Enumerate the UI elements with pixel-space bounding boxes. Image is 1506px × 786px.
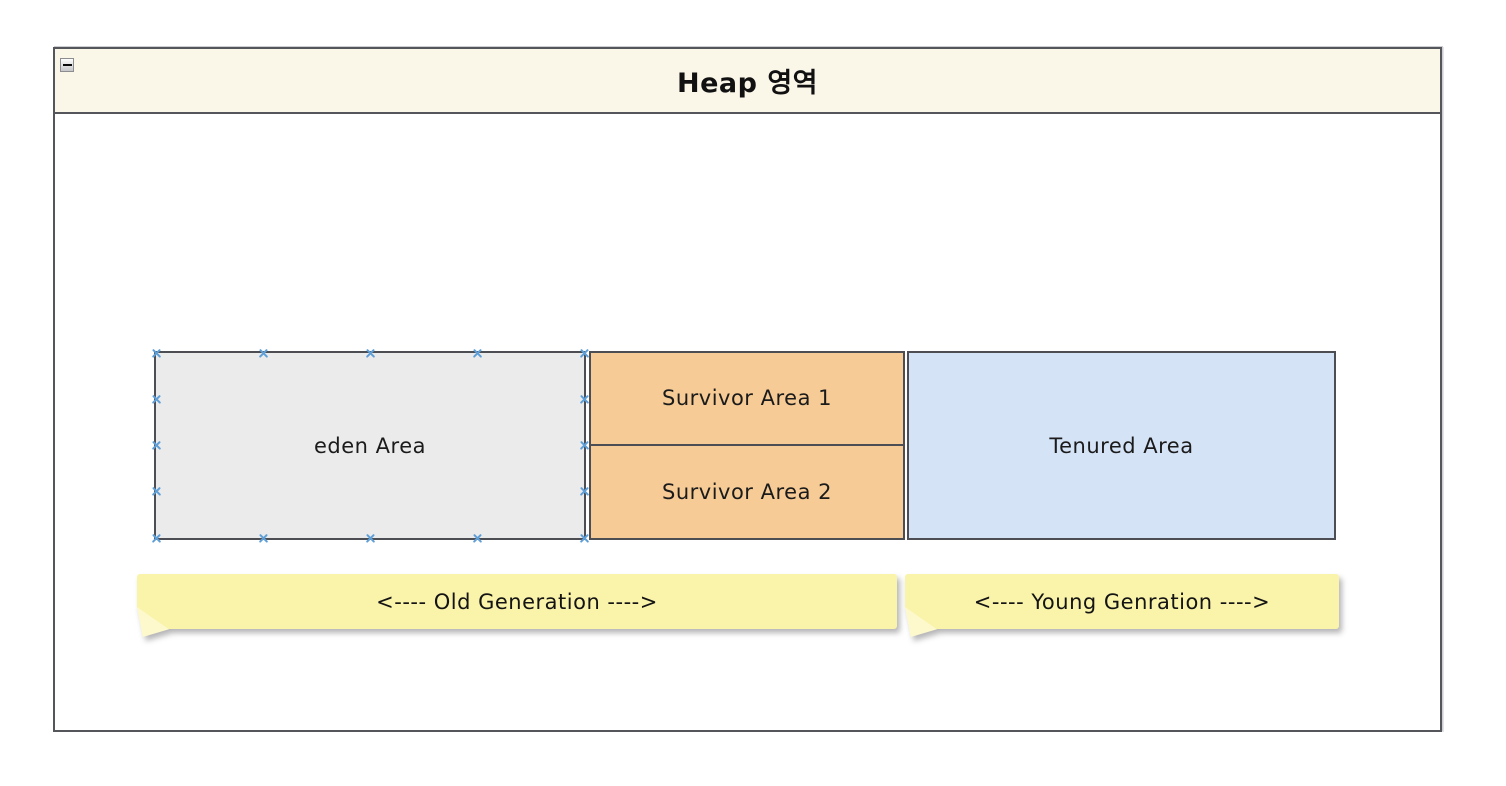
selection-handle[interactable] — [365, 533, 376, 544]
group-content-area: eden Area Survivor Area 1 Survivor Area … — [55, 116, 1440, 730]
selection-handle[interactable] — [472, 348, 483, 359]
selection-handle[interactable] — [365, 348, 376, 359]
selection-handle[interactable] — [258, 533, 269, 544]
note-old-generation-body: <---- Old Generation ----> — [137, 574, 897, 629]
region-eden[interactable]: eden Area — [154, 351, 586, 540]
region-survivor-1-label: Survivor Area 1 — [662, 386, 832, 411]
region-tenured[interactable]: Tenured Area — [907, 351, 1336, 540]
region-tenured-label: Tenured Area — [1049, 433, 1194, 458]
selection-handle[interactable] — [151, 394, 162, 405]
group-title-bar[interactable]: Heap 영역 — [55, 49, 1440, 114]
group-title: Heap 영역 — [676, 68, 819, 99]
selection-handle[interactable] — [579, 348, 590, 359]
note-young-generation-label: <---- Young Genration ----> — [973, 589, 1271, 614]
selection-handle[interactable] — [472, 533, 483, 544]
note-old-generation[interactable]: <---- Old Generation ----> — [137, 574, 897, 637]
selection-handle[interactable] — [151, 533, 162, 544]
survivor-stack: Survivor Area 1 Survivor Area 2 — [589, 351, 905, 540]
selection-handle[interactable] — [579, 394, 590, 405]
region-survivor-1[interactable]: Survivor Area 1 — [589, 351, 905, 446]
minus-icon — [62, 64, 72, 66]
note-young-generation[interactable]: <---- Young Genration ----> — [905, 574, 1339, 637]
selection-handle[interactable] — [579, 486, 590, 497]
selection-handle[interactable] — [151, 348, 162, 359]
heap-group-frame: Heap 영역 eden Area Survivor Area 1 Surviv… — [53, 47, 1442, 732]
region-eden-label: eden Area — [314, 433, 426, 458]
region-survivor-2-label: Survivor Area 2 — [662, 479, 832, 504]
region-survivor-2[interactable]: Survivor Area 2 — [589, 445, 905, 540]
note-young-generation-body: <---- Young Genration ----> — [905, 574, 1339, 629]
selection-handle[interactable] — [579, 533, 590, 544]
selection-handle[interactable] — [258, 348, 269, 359]
selection-handle[interactable] — [151, 486, 162, 497]
selection-handle[interactable] — [151, 440, 162, 451]
collapse-button[interactable] — [60, 58, 74, 72]
note-old-generation-label: <---- Old Generation ----> — [376, 589, 658, 614]
selection-handle[interactable] — [579, 440, 590, 451]
